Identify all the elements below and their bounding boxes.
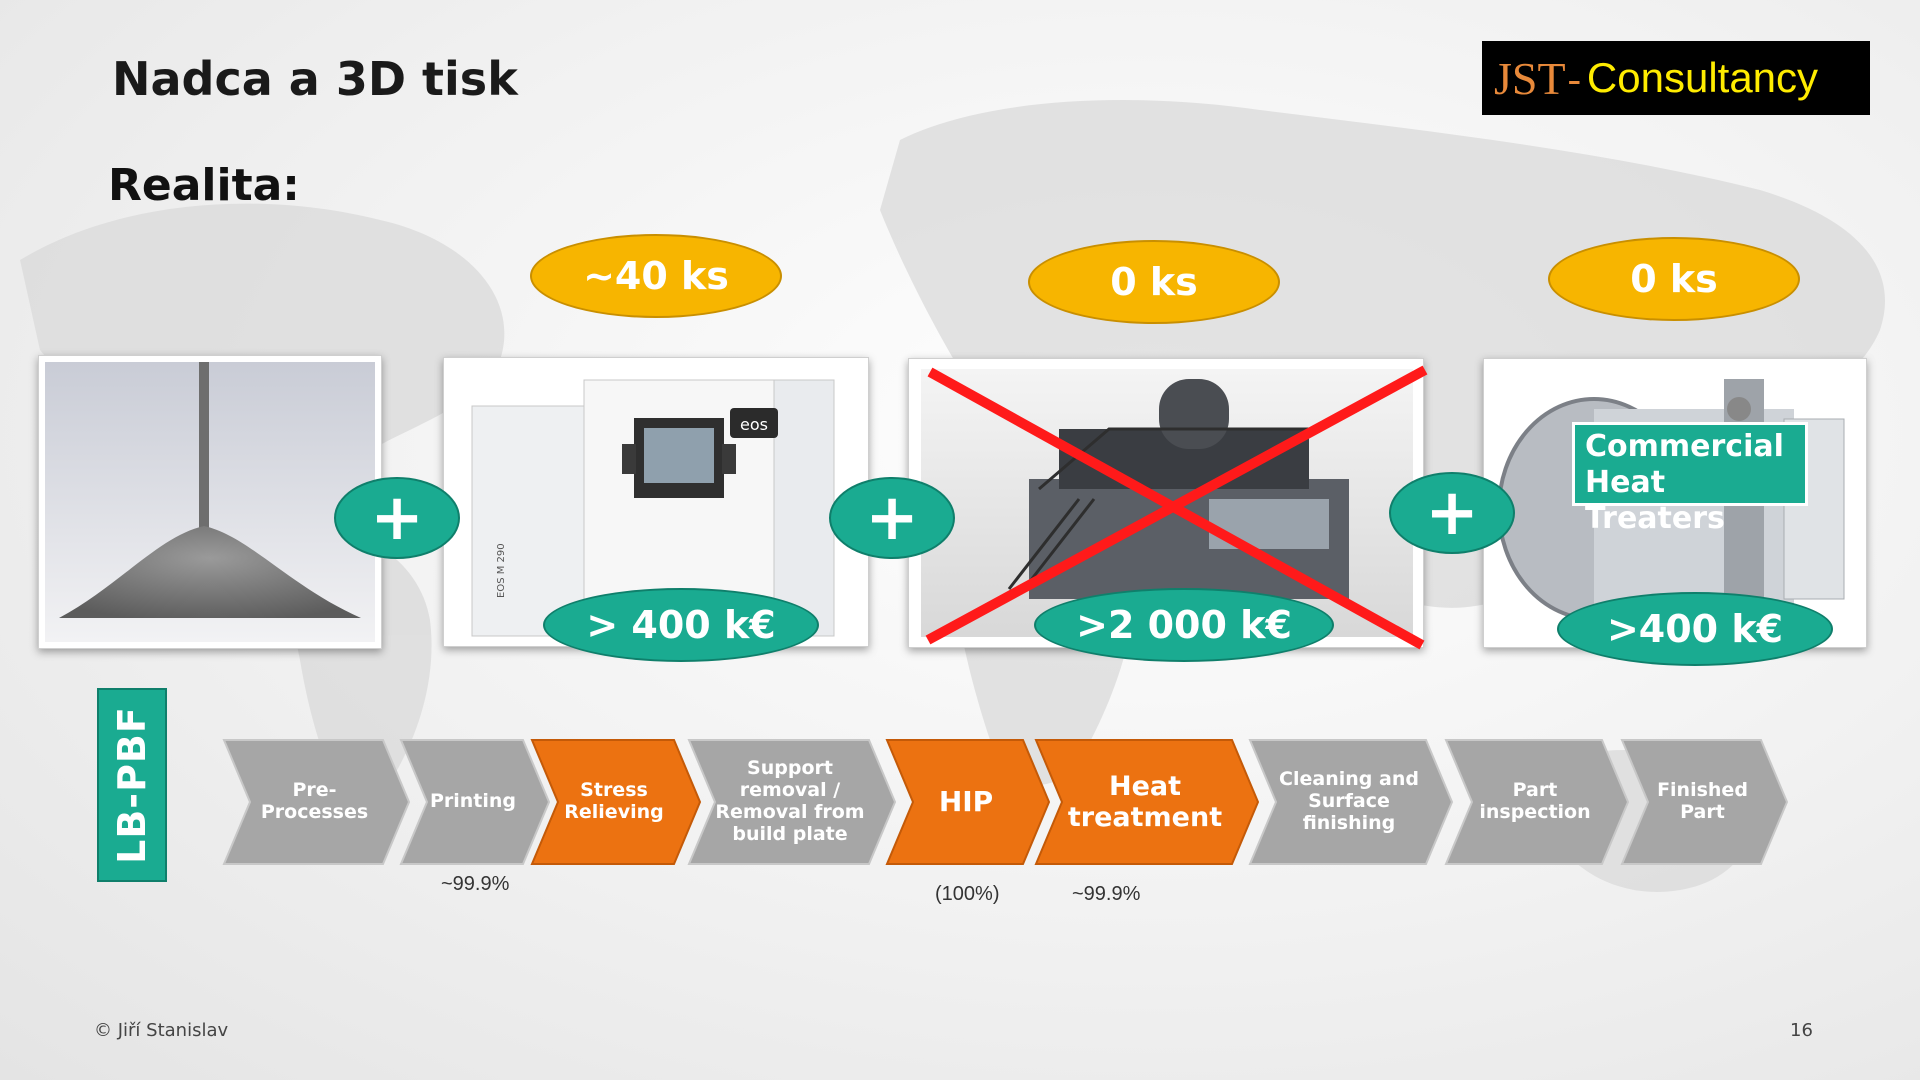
plus-icon-3: + — [1389, 472, 1515, 554]
process-step-shape — [1034, 739, 1260, 865]
note-heat-treatment: ~99.9% — [1072, 883, 1141, 905]
cost-badge-heat-treat: >400 k€ — [1557, 592, 1833, 666]
note-hip: (100%) — [935, 883, 1000, 905]
process-step-shape — [530, 739, 702, 865]
quantity-badge-hip: 0 ks — [1028, 240, 1280, 324]
plus-icon-1: + — [334, 477, 460, 559]
logo-jst: JST — [1494, 52, 1566, 104]
process-step-label: Printing — [429, 790, 517, 813]
company-logo: JST - Consultancy — [1482, 41, 1870, 115]
process-step-label: Stress Relieving — [564, 779, 664, 823]
slide-title: Nadca a 3D tisk — [112, 52, 518, 106]
process-step-label: Heat treatment — [1067, 770, 1223, 833]
process-step-shape — [1248, 739, 1454, 865]
eos-printer-photo: eos EOS M 290 — [443, 357, 869, 647]
process-step-shape — [222, 739, 411, 865]
commercial-heat-treaters-label: Commercial Heat Treaters — [1572, 422, 1808, 536]
cost-badge-printer: > 400 k€ — [543, 588, 819, 662]
slide-subtitle: Realita: — [108, 160, 300, 211]
quantity-badge-printer: ~40 ks — [530, 234, 782, 318]
metal-powder-photo — [38, 355, 382, 649]
cost-badge-hip: >2 000 k€ — [1034, 588, 1334, 662]
process-step-shape — [1444, 739, 1630, 865]
process-step-shape — [399, 739, 551, 865]
eos-brand-mark: eos — [740, 415, 768, 434]
note-printing: ~99.9% — [441, 873, 510, 895]
process-step-label: Cleaning and Surface finishing — [1279, 768, 1419, 834]
quantity-badge-heat-treat: 0 ks — [1548, 237, 1800, 321]
process-step-label: Finished Part — [1657, 779, 1748, 823]
process-step-label: Part inspection — [1479, 779, 1591, 823]
process-step-label: HIP — [938, 784, 994, 818]
plus-icon-2: + — [829, 477, 955, 559]
logo-separator: - — [1567, 55, 1581, 101]
eos-model-label: EOS M 290 — [496, 543, 507, 598]
process-step-shape — [687, 739, 897, 865]
logo-consultancy: Consultancy — [1586, 54, 1819, 101]
process-step-label: Pre-Processes — [260, 779, 369, 823]
process-step-label: Support removal / Removal from build pla… — [715, 757, 865, 845]
process-step-shape — [1620, 739, 1789, 865]
process-step-shape — [885, 739, 1051, 865]
process-type-label: LB-PBF — [97, 688, 167, 882]
page-number: 16 — [1790, 1020, 1813, 1041]
footer-author: © Jiří Stanislav — [94, 1020, 229, 1041]
process-type-text: LB-PBF — [110, 706, 154, 864]
